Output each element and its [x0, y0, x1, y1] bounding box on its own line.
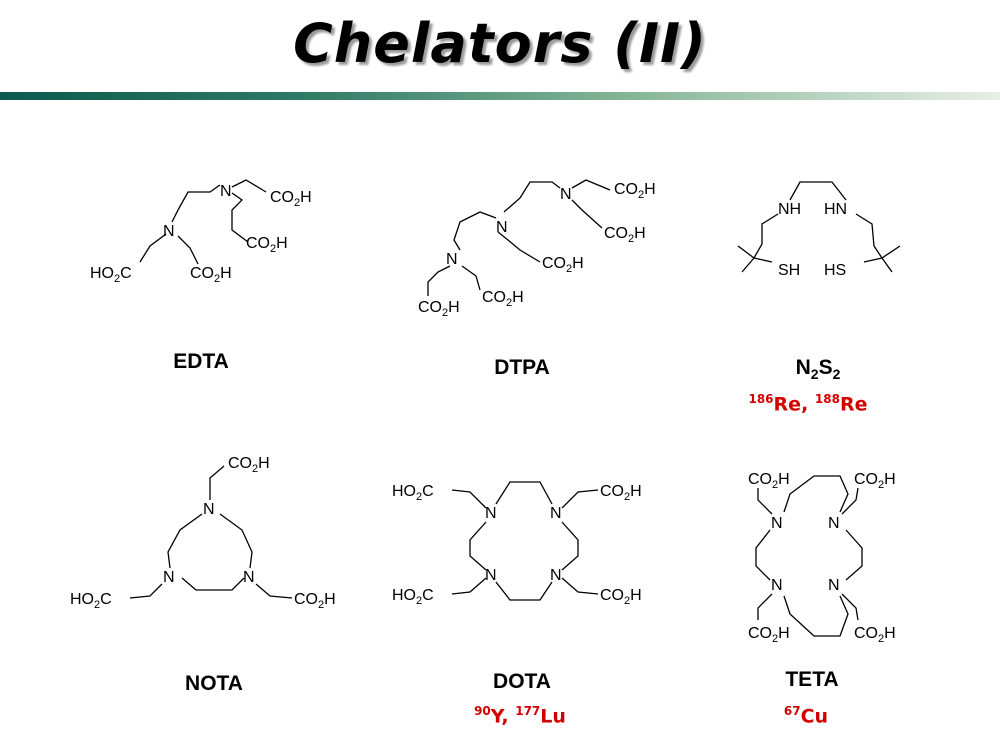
- teta-n-1: N: [771, 515, 783, 532]
- dota-n-3: N: [485, 567, 497, 584]
- teta-structure: N N N N CO2H CO2H CO2H CO2H: [748, 471, 896, 645]
- svg-text:CO2H: CO2H: [600, 587, 642, 607]
- teta-co2h-1: CO2H: [748, 471, 790, 491]
- svg-text:CO2H: CO2H: [294, 591, 336, 611]
- dtpa-n-3: N: [446, 251, 458, 268]
- n2s2-hn: HN: [824, 201, 847, 218]
- nota-label: NOTA: [185, 672, 243, 695]
- svg-text:CO2H: CO2H: [614, 181, 656, 201]
- edta-co2h-2: CO2H: [246, 235, 288, 255]
- svg-text:CO2H: CO2H: [604, 225, 646, 245]
- teta-isotopes: 67Cu: [783, 704, 829, 728]
- n2s2-label: N2S2: [795, 356, 841, 383]
- dota-n-1: N: [485, 505, 497, 522]
- teta-n-3: N: [771, 577, 783, 594]
- svg-text:HO2C: HO2C: [70, 591, 112, 611]
- dota-isotopes: 90Y, 177Lu: [474, 704, 566, 728]
- dota-n-2: N: [550, 505, 562, 522]
- edta-ho2c: HO2C: [90, 265, 132, 285]
- svg-text:CO2H: CO2H: [270, 189, 312, 209]
- edta-co2h-3: CO2H: [190, 265, 232, 285]
- svg-text:CO2H: CO2H: [748, 471, 790, 491]
- svg-text:CO2H: CO2H: [854, 471, 896, 491]
- svg-text:HO2C: HO2C: [90, 265, 132, 285]
- nota-n-2: N: [163, 569, 175, 586]
- edta-n-1: N: [220, 183, 232, 200]
- dtpa-co2h-3: CO2H: [542, 255, 584, 275]
- svg-text:CO2H: CO2H: [854, 625, 896, 645]
- teta-n-4: N: [828, 577, 840, 594]
- edta-label: EDTA: [173, 350, 229, 373]
- n2s2-structure: NH HN SH HS: [737, 181, 901, 279]
- dota-label: DOTA: [493, 670, 551, 693]
- svg-text:HO2C: HO2C: [392, 483, 434, 503]
- dota-co2h-2: CO2H: [600, 587, 642, 607]
- title-underline: [0, 92, 1000, 100]
- svg-text:CO2H: CO2H: [542, 255, 584, 275]
- svg-text:HO2C: HO2C: [392, 587, 434, 607]
- teta-label: TETA: [785, 668, 839, 691]
- dtpa-structure: N N N CO2H CO2H CO2H CO2H CO2H: [418, 179, 656, 319]
- svg-text:CO2H: CO2H: [228, 455, 270, 475]
- dtpa-co2h-4: CO2H: [418, 299, 460, 319]
- edta-structure: N N CO2H CO2H HO2C CO2H: [90, 179, 312, 285]
- nota-n-3: N: [243, 569, 255, 586]
- svg-text:CO2H: CO2H: [246, 235, 288, 255]
- dtpa-n-1: N: [560, 186, 572, 203]
- edta-n-2: N: [163, 223, 175, 240]
- n2s2-hs: HS: [824, 262, 846, 279]
- svg-text:CO2H: CO2H: [748, 625, 790, 645]
- nota-co2h-2: CO2H: [294, 591, 336, 611]
- dtpa-label: DTPA: [494, 356, 550, 379]
- nota-co2h-1: CO2H: [228, 455, 270, 475]
- svg-text:CO2H: CO2H: [190, 265, 232, 285]
- nota-n-1: N: [203, 501, 215, 518]
- n2s2-isotopes: 186Re, 188Re: [748, 392, 868, 416]
- teta-co2h-3: CO2H: [748, 625, 790, 645]
- dota-co2h-1: CO2H: [600, 483, 642, 503]
- n2s2-sh: SH: [778, 262, 800, 279]
- svg-text:CO2H: CO2H: [600, 483, 642, 503]
- dota-structure: N N N N HO2C CO2H HO2C CO2H: [392, 481, 642, 607]
- dtpa-co2h-1: CO2H: [614, 181, 656, 201]
- svg-text:CO2H: CO2H: [418, 299, 460, 319]
- teta-n-2: N: [828, 515, 840, 532]
- nota-ho2c: HO2C: [70, 591, 112, 611]
- nota-structure: N N N CO2H HO2C CO2H: [70, 455, 336, 611]
- edta-co2h-1: CO2H: [270, 189, 312, 209]
- slide-title: Chelators (II): [293, 12, 707, 75]
- dtpa-co2h-5: CO2H: [482, 289, 524, 309]
- dota-ho2c-1: HO2C: [392, 483, 434, 503]
- dota-n-4: N: [550, 567, 562, 584]
- dtpa-co2h-2: CO2H: [604, 225, 646, 245]
- n2s2-nh: NH: [778, 201, 801, 218]
- dtpa-n-2: N: [496, 219, 508, 236]
- teta-co2h-4: CO2H: [854, 625, 896, 645]
- teta-co2h-2: CO2H: [854, 471, 896, 491]
- svg-text:CO2H: CO2H: [482, 289, 524, 309]
- dota-ho2c-2: HO2C: [392, 587, 434, 607]
